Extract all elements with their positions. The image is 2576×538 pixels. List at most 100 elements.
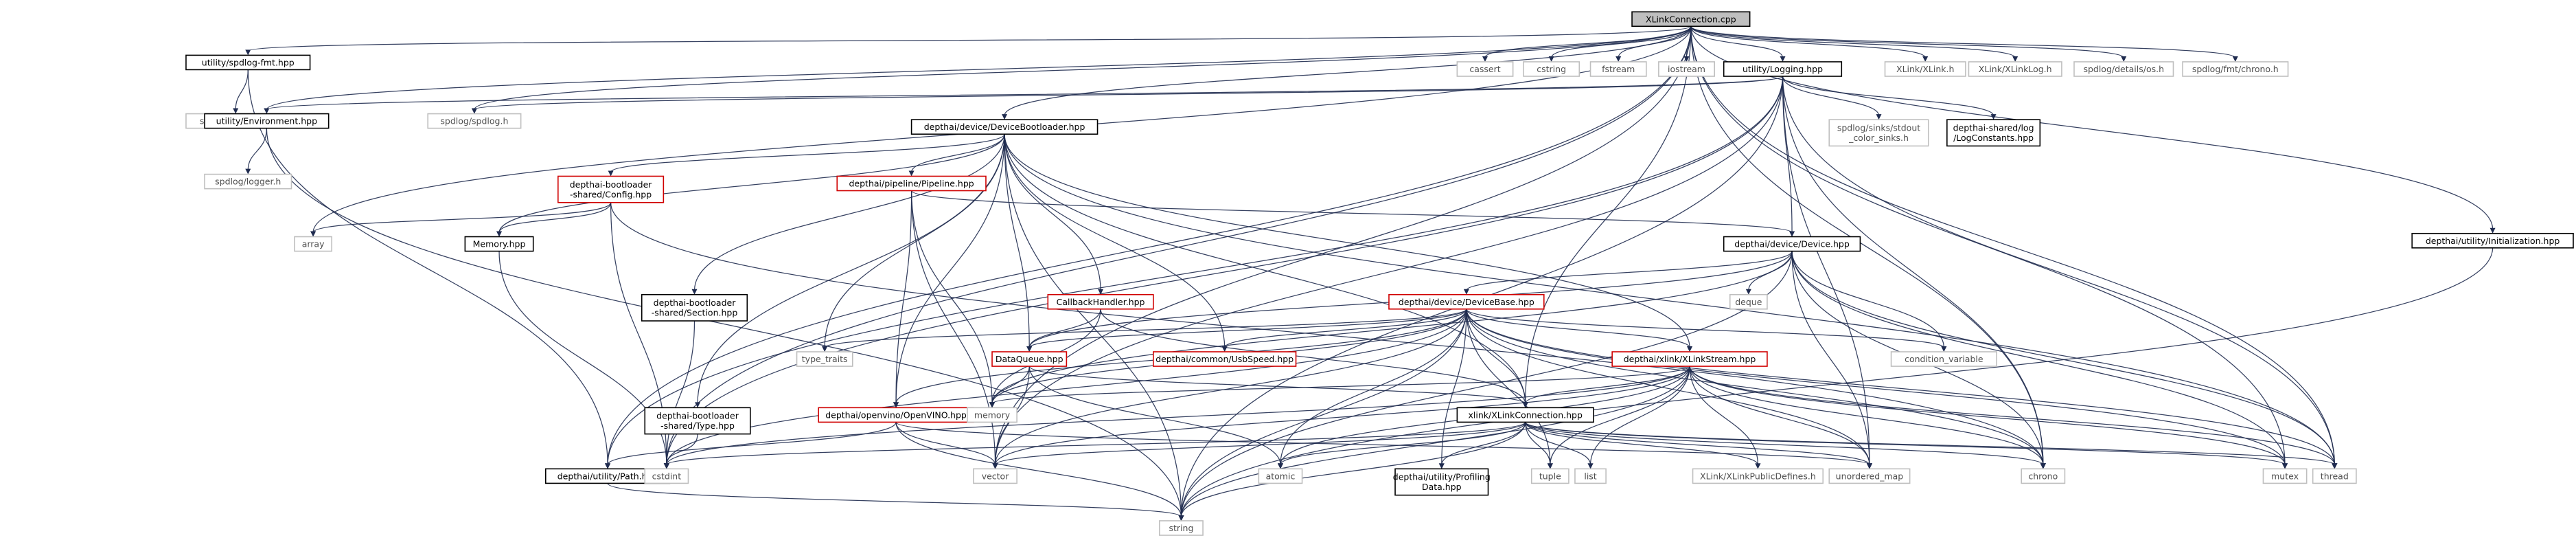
node-label: depthai/device/Device.hpp [1734,239,1850,249]
edge-devicebase-to-chrono [1466,309,2044,465]
edge-xlinkconn-to-vector [994,421,1526,465]
node-label: mutex [2271,471,2299,481]
edge-arrowhead [1522,402,1528,408]
edge-callback-to-xlinkconn [1100,309,1526,404]
node-xlinkconn[interactable]: xlink/XLinkConnection.hpp [1456,407,1594,423]
node-memory_hpp[interactable]: Memory.hpp [464,236,534,252]
node-label: spdlog/sinks/stdout [1837,123,1920,133]
edge-arrowhead [310,231,317,237]
edge-memory_hpp-to-cstdint [498,251,667,465]
edge-bootloader-to-dataqueue [1004,134,1030,348]
node-env[interactable]: utility/Environment.hpp [204,113,330,129]
edge-xlinkconn-to-thread [1525,421,2335,465]
edge-xlinkconn-to-chrono [1525,421,2044,465]
node-bl_type[interactable]: depthai-bootloader-shared/Type.hpp [644,407,751,435]
edge-logging-to-logconst [1782,76,1994,116]
edge-arrowhead [2012,56,2019,62]
edge-openvino-to-path [607,422,897,465]
node-label: spdlog/spdlog.h [440,116,508,126]
edge-arrowhead [1277,463,1283,469]
node-path[interactable]: depthai/utility/Path.hpp [544,468,671,484]
node-openvino[interactable]: depthai/openvino/OpenVINO.hpp [818,407,974,423]
edge-arrowhead [264,108,270,114]
node-logconst[interactable]: depthai-shared/log/LogConstants.hpp [1946,119,2041,147]
edge-arrowhead [1780,56,1786,62]
edge-arrowhead [1098,289,1104,295]
node-spdlog_h: spdlog/spdlog.h [427,113,522,129]
node-xlink_h: XLink/XLink.h [1884,61,1966,77]
edge-root-to-bootloader [1004,26,1692,116]
node-string: string [1159,520,1204,536]
edge-arrowhead [608,170,614,177]
node-box [967,407,1017,423]
node-label: depthai/utility/Path.hpp [557,471,658,481]
edge-arrowhead [2232,56,2238,62]
node-box [2262,468,2308,484]
node-logging[interactable]: utility/Logging.hpp [1723,61,1843,77]
node-box [796,351,853,367]
edge-arrowhead [1438,463,1445,469]
edge-root-to-xlinkconn [1525,26,1692,404]
node-label: tuple [1539,471,1561,481]
edge-root-to-xlink_h [1690,26,1926,58]
node-label: depthai/utility/Initialization.hpp [2426,236,2560,246]
node-box [1258,468,1303,484]
node-label: xlink/XLinkConnection.hpp [1469,410,1583,420]
edge-arrowhead [992,463,998,469]
edge-path-to-string [607,482,1182,517]
edge-logging-to-chrono [1782,76,2044,465]
edge-xlinkstream-to-tuple [1550,366,1690,465]
edge-devicebase-to-xlinkstream [1466,309,1690,348]
edge-root-to-cstring [1551,26,1692,58]
node-devicebase[interactable]: depthai/device/DeviceBase.hpp [1388,293,1545,310]
node-bl_config[interactable]: depthai-bootloader-shared/Config.hpp [557,175,665,203]
edge-devicebase-to-xlinkconn [1466,309,1526,404]
node-deque: deque [1729,293,1768,310]
edge-arrowhead [1876,114,1882,120]
node-label: atomic [1266,471,1296,481]
node-box [1153,351,1297,367]
edge-arrowhead [2332,463,2338,469]
node-label: memory [974,410,1011,420]
node-box [1530,468,1569,484]
edge-root-to-cstdint [666,26,1692,465]
node-box [1890,351,1997,367]
node-dataqueue[interactable]: DataQueue.hpp [991,351,1068,367]
edge-arrowhead [691,289,698,295]
node-label: condition_variable [1905,354,1983,364]
node-bootloader[interactable]: depthai/device/DeviceBootloader.hpp [910,119,1099,135]
node-label: spdlog/fmt/chrono.h [2192,64,2279,74]
node-callback[interactable]: CallbackHandler.hpp [1047,293,1154,310]
edge-logging-to-env [266,76,1784,111]
node-pipeline[interactable]: depthai/pipeline/Pipeline.hpp [836,175,987,192]
node-root[interactable]: XLinkConnection.cpp [1631,11,1751,27]
edge-bootloader-to-memory_hpp [498,134,1005,233]
edge-xlinkconn-to-atomic [1280,422,1526,465]
node-label: cassert [1469,64,1500,74]
node-label: XLink/XLink.h [1896,64,1954,74]
node-usbspeed[interactable]: depthai/common/UsbSpeed.hpp [1153,351,1297,367]
edge-pipeline-to-memory [910,190,993,404]
edge-dataqueue-to-xlinkconn [1028,366,1526,404]
edge-arrowhead [1789,231,1795,237]
node-label: -shared/Config.hpp [570,189,652,199]
edge-xlinkconn-to-mutex [1525,421,2286,465]
node-device[interactable]: depthai/device/Device.hpp [1723,236,1861,252]
edge-xlinkstream-to-memory [991,366,1690,404]
node-fmt_hpp[interactable]: utility/spdlog-fmt.hpp [185,54,311,71]
node-bl_section[interactable]: depthai-bootloader-shared/Section.hpp [641,293,748,322]
edge-bootloader-to-xlinkconn [1004,134,1526,404]
node-init[interactable]: depthai/utility/Initialization.hpp [2411,232,2574,249]
node-box [1723,61,1843,77]
edge-arrowhead [822,346,828,352]
node-xlinkstream[interactable]: depthai/xlink/XLinkStream.hpp [1611,351,1768,367]
node-box [1523,61,1580,77]
node-label: -shared/Section.hpp [652,308,738,318]
node-box [427,113,522,129]
node-cstring: cstring [1523,61,1580,77]
edge-bootloader-to-thread [1004,134,2335,465]
node-label: DataQueue.hpp [996,354,1063,364]
edge-xlinkstream-to-thread [1689,366,2335,465]
